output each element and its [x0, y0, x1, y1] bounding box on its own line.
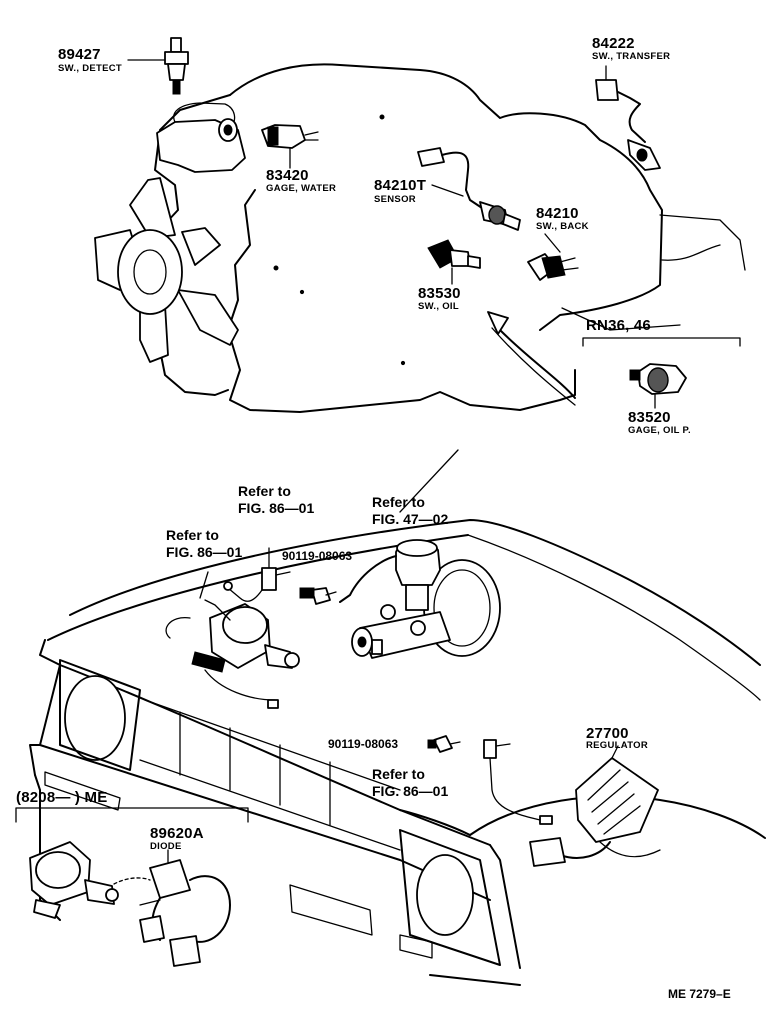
model-bracket — [582, 337, 741, 347]
reference-fig47-line1: Refer to — [372, 494, 425, 510]
part-name-84210t: SENSOR — [374, 194, 416, 205]
transfer-switch-84222 — [595, 65, 661, 171]
oil-switch-83530 — [427, 239, 481, 285]
part-name-84222: SW., TRANSFER — [592, 51, 671, 62]
bolt-lower — [427, 735, 461, 753]
part-number-83530: 83530 — [418, 285, 461, 302]
water-gage-83420 — [261, 124, 319, 169]
part-number-83520: 83520 — [628, 409, 671, 426]
reference-fig86-top-line2: FIG. 86—01 — [238, 500, 315, 516]
regulator-27700 — [529, 745, 661, 867]
model-range-label: RN36, 46 — [586, 317, 651, 334]
figure-code: ME 7279–E — [668, 987, 731, 1001]
part-number-27700: 27700 — [586, 725, 629, 742]
part-name-89427: SW., DETECT — [58, 63, 122, 74]
back-switch-84210 — [527, 233, 579, 281]
fuel-cut-solenoid — [165, 571, 300, 709]
engine-block — [149, 63, 746, 413]
part-number-89427: 89427 — [58, 46, 101, 63]
bolt-upper — [299, 587, 337, 605]
reference-fig86-left-line1: Refer to — [166, 527, 219, 543]
date-bracket — [15, 807, 249, 823]
cooling-fan — [94, 177, 239, 363]
master-cylinder — [339, 539, 451, 659]
bolt-lower-number: 90119-08063 — [328, 737, 399, 751]
part-number-84222: 84222 — [592, 35, 635, 52]
vehicle-front — [29, 519, 766, 986]
connector-upper — [223, 547, 291, 602]
part-name-83530: SW., OIL — [418, 301, 459, 312]
reference-fig86-bottom-line2: FIG. 86—01 — [372, 783, 449, 799]
reference-fig86-bottom-line1: Refer to — [372, 766, 425, 782]
part-number-84210: 84210 — [536, 205, 579, 222]
arrow-to-oil-gage — [487, 311, 576, 406]
part-number-89620a: 89620A — [150, 825, 204, 842]
reference-fig86-left-line2: FIG. 86—01 — [166, 544, 243, 560]
part-name-83420: GAGE, WATER — [266, 183, 337, 194]
connector-lower — [483, 739, 553, 825]
section-divider — [399, 449, 459, 513]
part-number-84210t: 84210T — [374, 177, 427, 194]
detect-switch-89427 — [127, 37, 189, 95]
oil-pressure-gage-83520 — [629, 363, 687, 409]
reference-fig86-top-line1: Refer to — [238, 483, 291, 499]
part-name-89620a: DIODE — [150, 841, 182, 852]
diode-89620a — [29, 841, 231, 967]
part-name-83520: GAGE, OIL P. — [628, 425, 691, 436]
bolt-upper-number: 90119-08063 — [282, 549, 353, 563]
date-range-label: (8208— ) ME — [16, 789, 108, 806]
reference-fig47-line2: FIG. 47—02 — [372, 511, 449, 527]
part-name-84210: SW., BACK — [536, 221, 589, 232]
part-number-83420: 83420 — [266, 167, 309, 184]
thermostat-housing — [156, 102, 246, 173]
part-name-27700: REGULATOR — [586, 740, 648, 751]
sensor-84210t — [417, 147, 521, 231]
